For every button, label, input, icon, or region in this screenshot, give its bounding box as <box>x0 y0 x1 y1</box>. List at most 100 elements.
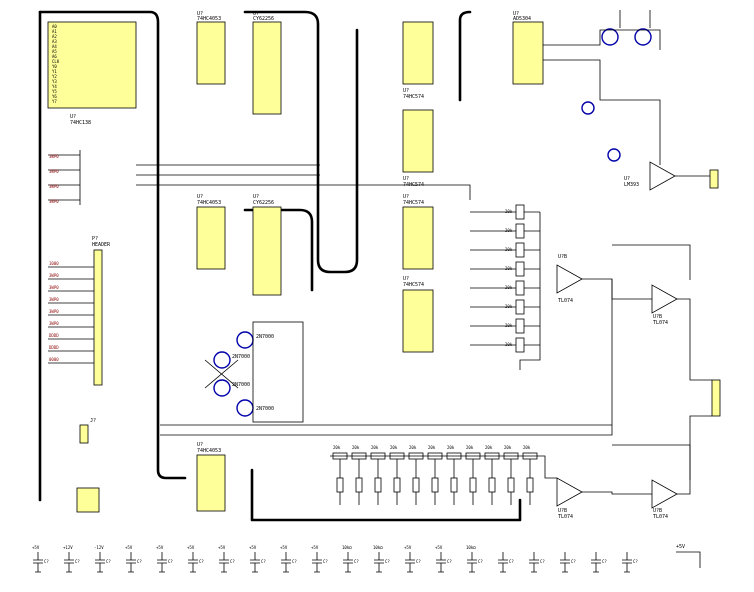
buffer-chip-2: U? 74HC4053 <box>196 194 226 270</box>
wire-right-1 <box>582 278 712 381</box>
decoder-pin-label: A4 <box>52 44 57 49</box>
buffer-2-ref: U? <box>197 194 203 200</box>
left-input-label: 3WP0 <box>49 184 59 189</box>
cap-ref: C? <box>106 559 111 564</box>
ram-1-ref: U? <box>253 11 259 17</box>
cap-ref: C? <box>602 559 607 564</box>
bus-center-2 <box>458 10 472 102</box>
cap-ref: C? <box>261 559 266 564</box>
bottom-ladder-value: 20k <box>333 445 341 450</box>
header-pin-label: DDDD <box>49 345 59 350</box>
wire-gnd-bus <box>160 279 613 436</box>
cap-ref: C? <box>75 559 80 564</box>
ladder-resistor <box>515 299 525 315</box>
output-jack-2 <box>711 379 721 417</box>
decoupling-cap <box>529 552 539 573</box>
decoupling-cap <box>560 552 570 573</box>
header-ref: P? <box>92 236 98 242</box>
wire-cap-top <box>619 10 651 28</box>
bottom-ladder-value: 20k <box>485 445 493 450</box>
ladder-resistor <box>515 261 525 277</box>
ladder-resistor <box>515 280 525 296</box>
bus-left <box>38 10 187 480</box>
cap-rail-label: 10kΩ <box>342 545 352 550</box>
comparator: U? LM393 <box>624 161 676 191</box>
bottom-ladder-value: 20k <box>523 445 531 450</box>
cap-rail-label: +5V <box>187 545 195 550</box>
comparator-ref: U? <box>624 176 630 182</box>
header-pin-label: 3WP0 <box>49 273 59 278</box>
latch-4-part: 74HC574 <box>403 282 424 288</box>
buffer-2-part: 74HC4053 <box>197 200 221 206</box>
ladder-resistor <box>515 204 525 220</box>
bottom-ladder-value: 20k <box>466 445 474 450</box>
bottom-ladder-value: 20k <box>352 445 360 450</box>
buffer-chip-3: U? 74HC4053 <box>196 442 226 512</box>
ladder-resistor <box>515 318 525 334</box>
mosfet-q1 <box>236 331 254 349</box>
dac-chip: U? AD5304 <box>512 11 544 85</box>
header-pin-label: 3WP0 <box>49 285 59 290</box>
latch-3-part: 74HC574 <box>403 200 424 206</box>
left-input-label: 3WP0 <box>49 169 59 174</box>
cap-ref: C? <box>199 559 204 564</box>
mosfet-q2 <box>213 351 231 369</box>
cap-rail-label: +12V <box>63 545 73 550</box>
osc-transistor-3 <box>581 101 595 115</box>
bottom-ladder-resistor <box>374 477 382 493</box>
ladder-resistor-value: 20k <box>505 285 513 290</box>
cap-rail-label: +5V <box>404 545 412 550</box>
mosfet-cluster: 2N7000 2N7000 2N7000 2N7000 <box>204 321 304 423</box>
cap-rail-label: +5V <box>311 545 319 550</box>
cap-ref: C? <box>416 559 421 564</box>
bottom-ladder-value: 20k <box>428 445 436 450</box>
ram-2-ref: U? <box>253 194 259 200</box>
ladder-resistor <box>515 242 525 258</box>
mosfet-3-part: 2N7000 <box>232 382 250 388</box>
decoupling-cap <box>126 552 136 573</box>
decoder-pin-label: A1 <box>52 29 57 34</box>
cap-ref: C? <box>137 559 142 564</box>
decoupling-cap <box>95 552 105 573</box>
decoupling-cap <box>591 552 601 573</box>
opamp-1-ref: U?B <box>558 254 567 260</box>
decoupling-cap <box>250 552 260 573</box>
opamp-1-part: TL074 <box>558 298 573 304</box>
buffer-1-part: 74HC4053 <box>197 16 221 22</box>
cap-rail-label: +5V <box>125 545 133 550</box>
header-pin-label: 3WP0 <box>49 321 59 326</box>
decoupling-cap <box>219 552 229 573</box>
ladder-resistor <box>515 337 525 353</box>
latch-chip-3: U? 74HC574 <box>402 194 434 270</box>
bottom-ladder-resistor <box>526 477 534 493</box>
latch-3-ref: U? <box>403 194 409 200</box>
latch-4-ref: U? <box>403 276 409 282</box>
cap-rail-label: +5V <box>435 545 443 550</box>
small-chip <box>76 487 100 513</box>
decoupling-cap <box>312 552 322 573</box>
opamp-2-part: TL074 <box>653 320 668 326</box>
ram-2-part: CY62256 <box>253 200 274 206</box>
decoder-pin-label: A2 <box>52 34 57 39</box>
decoder-pin-label: Y0 <box>52 64 57 69</box>
wire-feedback-2 <box>612 444 691 480</box>
ladder-resistor-value: 20k <box>505 266 513 271</box>
bottom-ladder-resistor <box>412 477 420 493</box>
opamp-3-ref: U?B <box>558 508 567 514</box>
decoupling-cap <box>374 552 384 573</box>
decoder-ref: U? <box>70 114 76 120</box>
left-input-label: 3WP0 <box>49 154 59 159</box>
decoupling-cap <box>281 552 291 573</box>
dac-part: AD5304 <box>513 16 531 22</box>
cap-rail-label: -12V <box>94 545 104 550</box>
left-header: P? HEADER <box>92 236 111 386</box>
bottom-ladder-bus <box>330 455 557 479</box>
cap-rail-label: 10kΩ <box>373 545 383 550</box>
cap-ref: C? <box>44 559 49 564</box>
opamp-3: U?B TL074 <box>556 477 583 520</box>
ladder-resistor-value: 20k <box>505 228 513 233</box>
header-pin-label: DDDD <box>49 333 59 338</box>
decoupling-cap <box>436 552 446 573</box>
